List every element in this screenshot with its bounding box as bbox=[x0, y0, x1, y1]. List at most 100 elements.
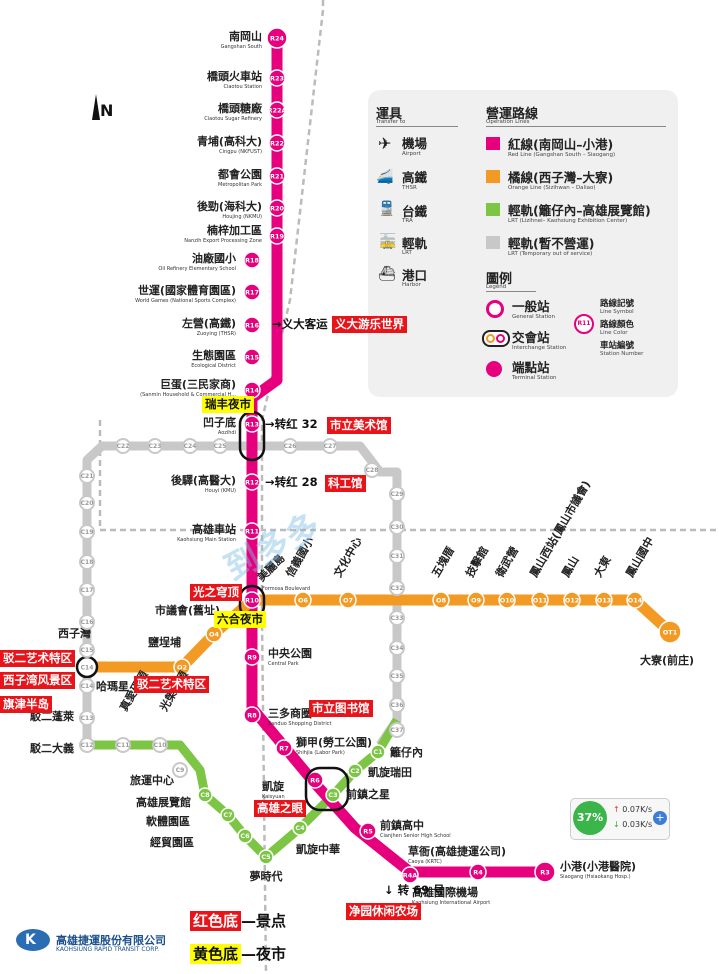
lrt-station-c4 bbox=[292, 820, 308, 836]
legend-general: 一般站 bbox=[512, 299, 550, 314]
widget-down: ↓ 0.03K/s bbox=[613, 820, 652, 829]
orange-line-swatch bbox=[486, 170, 500, 183]
network-speed-widget[interactable]: 37% ↑ 0.07K/s ↓ 0.03K/s + bbox=[570, 798, 670, 840]
red-station-sub-r21: Metropolitan Park bbox=[218, 182, 262, 188]
red-station-code-r13: R13 bbox=[245, 420, 259, 428]
general-station-symbol bbox=[486, 300, 504, 318]
railway-dash-branch bbox=[98, 420, 719, 532]
key-red-desc: —景点 bbox=[241, 912, 287, 930]
orange-station-code-o11: O11 bbox=[533, 596, 548, 604]
lrt-station-code-c6: C6 bbox=[240, 832, 250, 840]
r12-note: →转红 28 bbox=[265, 475, 318, 489]
legend-lrt-future-sub: LRT (Temporary out of service) bbox=[508, 251, 593, 257]
lrt-station-c10 bbox=[152, 737, 168, 753]
tra-icon: 🚆 bbox=[378, 201, 396, 217]
red-station-sub-r11: Kaohsiung Main Station bbox=[177, 537, 236, 543]
lrt-future-station-c20 bbox=[79, 495, 95, 511]
orange-station-code-o7: O7 bbox=[343, 596, 353, 604]
lrt-future-station-code-c31: C31 bbox=[391, 553, 404, 560]
red-station-code-r12: R12 bbox=[245, 478, 259, 486]
legend-orange-line-sub: Orange Line (Sizihwan – Daliao) bbox=[508, 185, 596, 191]
orange-station-name-o9: 技擊館 bbox=[462, 544, 491, 580]
r12-attraction-tag: 科工馆 bbox=[325, 475, 366, 492]
lrt-future-station-code-c37: C37 bbox=[391, 727, 404, 734]
lrt-station-name-c9: 旅運中心 bbox=[130, 773, 174, 787]
transfer-tra-sub: TRA bbox=[402, 218, 413, 224]
widget-down-value: 0.03K/s bbox=[622, 820, 653, 829]
lrt-future-station-c31 bbox=[389, 548, 405, 564]
orange-station-code-o6: O6 bbox=[298, 596, 309, 604]
legend-lrt-line-sub: LRT (Lizihnei– Kaohsiung Exhibition Cent… bbox=[508, 218, 628, 224]
r4-note: ↓ 转 69 号 bbox=[384, 883, 445, 897]
red-station-name-r21: 都會公園 bbox=[217, 167, 262, 181]
lrt-station-code-c11: C11 bbox=[117, 742, 130, 749]
lrt-future-swatch bbox=[486, 236, 500, 249]
r6-interchange-ring bbox=[304, 766, 350, 812]
lrt-station-name-c5: 夢時代 bbox=[250, 869, 283, 883]
r6-attraction-tag: 高雄之眼 bbox=[254, 800, 306, 817]
orange-station-name-o7: 文化中心 bbox=[330, 534, 364, 579]
lrt-station-name-c6: 經貿園區 bbox=[150, 835, 194, 849]
lrt-future-station-c19 bbox=[79, 524, 95, 540]
lrt-future-station-c36 bbox=[389, 697, 405, 713]
widget-plus-icon[interactable]: + bbox=[653, 811, 667, 825]
lrt-station-code-c7: C7 bbox=[223, 811, 232, 819]
red-station-code-r19: R19 bbox=[270, 232, 285, 240]
red-station-name-r16: 左營(高鐵) bbox=[181, 316, 236, 330]
orange-station-o6 bbox=[294, 591, 312, 609]
lrt-future-station-c29 bbox=[389, 486, 405, 502]
lrt-station-c5 bbox=[258, 849, 274, 865]
red-station-code-r24: R24 bbox=[270, 34, 285, 42]
transfer-thsr-sub: THSR bbox=[402, 185, 417, 191]
lrt-future-station-code-c21: C21 bbox=[81, 473, 94, 480]
corp-sub: KAOHSIUNG RAPID TRANSIT CORP. bbox=[56, 946, 160, 953]
legend-title: 圖例 bbox=[486, 272, 513, 287]
red-station-code-r20: R20 bbox=[270, 204, 285, 212]
red-station-name-r22a: 橋頭糖廠 bbox=[218, 101, 263, 115]
red-station-sub-r5: Cianjhen Senior High School bbox=[380, 833, 451, 839]
transfer-lrt: 輕軌 bbox=[402, 236, 428, 251]
legend-interchange-sub: Interchange Station bbox=[512, 345, 567, 351]
red-station-name-r18: 油廠國小 bbox=[192, 251, 236, 265]
lrt-station-c9 bbox=[172, 762, 188, 778]
red-station-sub-r8: Sanduo Shopping District bbox=[268, 721, 331, 727]
legend-terminal: 端點站 bbox=[512, 360, 550, 375]
red-station-name-r4: 高雄國際機場 bbox=[412, 885, 478, 899]
r13-attraction-tag: 市立美术馆 bbox=[327, 417, 391, 434]
lrt-future-station-code-c36: C36 bbox=[391, 702, 404, 709]
lrt-future-station-code-c23: C23 bbox=[149, 443, 162, 450]
transfer-harbor-sub: Harbor bbox=[402, 282, 421, 288]
red-station-sub-r22: Cingpu (NKFUST) bbox=[219, 149, 262, 155]
legend-terminal-sub: Terminal Station bbox=[512, 375, 557, 381]
red-station-name-r17: 世運(國家體育園區) bbox=[138, 283, 236, 297]
symbol-note-number-sub: Station Number bbox=[600, 351, 644, 357]
red-station-r4a bbox=[401, 866, 419, 884]
red-station-sub-r24: Gangshan South bbox=[221, 44, 262, 50]
lrt-station-name-c7: 軟體園區 bbox=[146, 814, 190, 828]
red-station-code-r22: R22 bbox=[270, 139, 284, 147]
legend-lrt-future: 輕軌(暫不營運) bbox=[508, 236, 595, 251]
red-station-sub-r18: Oil Refinery Elementary School bbox=[158, 266, 236, 272]
lrt-future-station-code-c29: C29 bbox=[391, 491, 404, 498]
north-label: N bbox=[100, 101, 114, 120]
red-station-r15 bbox=[243, 348, 261, 366]
lrt-station-code-c3: C3 bbox=[328, 791, 337, 799]
red-station-r13 bbox=[243, 415, 261, 433]
red-station-sub-r12: Houyi (KMU) bbox=[205, 488, 236, 494]
orange-station-code-o10: O10 bbox=[500, 596, 515, 604]
corp-name: 高雄捷運股份有限公司 bbox=[56, 934, 166, 947]
legend-red-line: 紅線(南岡山–小港) bbox=[508, 137, 614, 152]
orange-station-o12 bbox=[563, 591, 581, 609]
red-station-sub-r13: Aozihdi bbox=[218, 430, 236, 436]
north-arrow-icon bbox=[92, 94, 100, 120]
lrt-future-station-c22 bbox=[115, 438, 131, 454]
lrt-future-station-code-c26: C26 bbox=[284, 443, 297, 450]
lrt-station-c14b bbox=[79, 678, 95, 694]
transfer-harbor: 港口 bbox=[402, 268, 428, 283]
orange-station-ot1 bbox=[658, 620, 682, 644]
r4-attraction-tag: 净园休闲农场 bbox=[346, 903, 421, 920]
c14-attraction-tag-2: 西子湾风景区 bbox=[0, 672, 75, 689]
red-station-r12 bbox=[243, 473, 261, 491]
lrt-future-station-c33 bbox=[389, 610, 405, 626]
widget-up: ↑ 0.07K/s bbox=[613, 805, 652, 814]
